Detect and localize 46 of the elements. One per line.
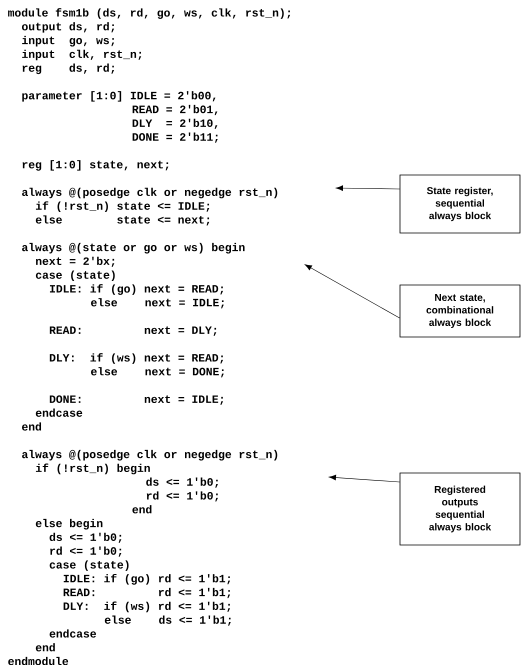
callout-box: Next state, combinational always block — [400, 284, 520, 338]
code-line: always @(state or go or ws) begin — [22, 242, 245, 254]
code-line: else next = IDLE; — [91, 298, 224, 308]
code-line: DLY: if (ws) rd <= 1'b1; — [64, 602, 230, 612]
code-line: endcase — [36, 408, 82, 417]
code-line: DONE = 2'b11; — [132, 132, 218, 143]
code-line: else ds <= 1'b1; — [104, 616, 231, 626]
code-line: else state <= next; — [36, 215, 210, 226]
code-line: always @(posedge clk or negedge rst_n) — [22, 188, 278, 198]
code-line: DONE: next = IDLE; — [50, 395, 224, 405]
code-line: output ds, rd; — [22, 22, 114, 33]
code-line: endmodule — [8, 656, 68, 665]
code-line: rd <= 1'b0; — [146, 491, 218, 502]
code-line: parameter [1:0] IDLE = 2'b00, — [22, 91, 216, 102]
code-line: READ: next = DLY; — [50, 326, 216, 336]
code-line: case (state) — [50, 560, 129, 571]
code-line: if (!rst_n) begin — [36, 464, 150, 474]
code-line: next = 2'bx; — [36, 256, 114, 267]
code-line: READ = 2'b01, — [132, 104, 218, 116]
arrow — [328, 474, 400, 482]
code-line: rd <= 1'b0; — [50, 546, 122, 557]
code-line: reg ds, rd; — [22, 64, 114, 74]
code-line: end — [36, 643, 55, 652]
code-line: input go, ws; — [22, 36, 114, 46]
code-line: reg [1:0] state, next; — [22, 160, 168, 171]
code-line: DLY = 2'b10, — [132, 118, 218, 129]
code-line: else next = DONE; — [91, 367, 224, 378]
code-line: ds <= 1'b0; — [146, 478, 218, 488]
code-line: input clk, rst_n; — [22, 50, 142, 60]
code-line: IDLE: if (go) rd <= 1'b1; — [64, 574, 230, 585]
code-line: DLY: if (ws) next = READ; — [50, 353, 224, 364]
callout-box: State register, sequential always block — [400, 174, 520, 234]
code-line: if (!rst_n) state <= IDLE; — [36, 201, 210, 212]
code-line: IDLE: if (go) next = READ; — [50, 284, 224, 295]
code-line: else begin — [36, 518, 102, 530]
code-line: end — [22, 422, 42, 431]
code-line: end — [132, 505, 152, 514]
arrow — [336, 185, 400, 191]
code-line: case (state) — [36, 270, 115, 282]
code-line: ds <= 1'b0; — [50, 532, 122, 543]
code-line: endcase — [50, 629, 96, 638]
arrow — [304, 264, 400, 318]
callout-box: Registered outputs sequential always block — [400, 472, 520, 546]
code-line: module fsm1b (ds, rd, go, ws, clk, rst_n); — [8, 8, 290, 19]
code-line: READ: rd <= 1'b1; — [64, 588, 230, 598]
code-line: always @(posedge clk or negedge rst_n) — [22, 450, 278, 460]
